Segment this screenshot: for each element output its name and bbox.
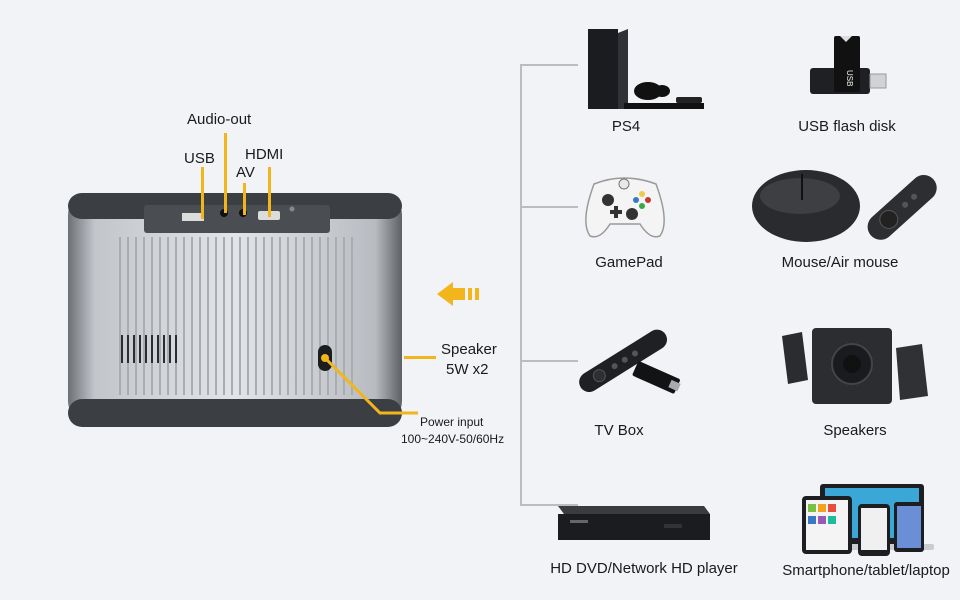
av-leader-line bbox=[243, 183, 246, 215]
ps4-console-icon bbox=[588, 29, 704, 109]
device-label-ps4: PS4 bbox=[611, 118, 641, 135]
dvd-player-icon bbox=[558, 506, 710, 540]
device-label-gamepad: GamePad bbox=[595, 254, 663, 271]
power-leader-line bbox=[324, 357, 418, 415]
speaker-spec-label: 5W x2 bbox=[446, 361, 489, 378]
device-label-dvd-player: HD DVD/Network HD player bbox=[550, 560, 738, 577]
projector bbox=[60, 185, 410, 435]
arrow-left-icon bbox=[437, 282, 479, 306]
connector-branch bbox=[520, 206, 578, 208]
audio-out-label: Audio-out bbox=[187, 111, 252, 128]
hdmi-leader-line bbox=[268, 167, 271, 217]
connector-trunk bbox=[520, 64, 522, 506]
power-spec-label: 100~240V-50/60Hz bbox=[401, 432, 505, 446]
mouse-device bbox=[750, 160, 950, 248]
connector-branch bbox=[520, 64, 578, 66]
device-label-smartphone-tablet-laptop: Smartphone/tablet/laptop bbox=[782, 562, 950, 579]
dvd-player-device bbox=[554, 500, 714, 546]
usb-port-label: USB bbox=[184, 150, 215, 167]
usb-stick-text: USB bbox=[845, 70, 854, 86]
mouse-icon bbox=[752, 170, 937, 242]
ps4-device bbox=[580, 25, 710, 115]
tv-box-device bbox=[568, 328, 686, 400]
device-label-tv-box: TV Box bbox=[594, 422, 644, 439]
usb-flash-disk-device: USB bbox=[800, 30, 890, 102]
gamepad-device bbox=[580, 162, 670, 242]
device-label-mouse-air-mouse: Mouse/Air mouse bbox=[781, 254, 899, 271]
usb-leader-line bbox=[201, 167, 204, 219]
speakers-icon bbox=[782, 328, 928, 404]
audio-out-leader-line bbox=[224, 133, 227, 213]
power-input-label: Power input bbox=[420, 415, 484, 429]
device-label-speakers: Speakers bbox=[823, 422, 887, 439]
hdmi-port-label: HDMI bbox=[245, 146, 284, 163]
smartphone-tablet-laptop-device bbox=[800, 480, 936, 558]
smartphone-tablet-laptop-icon bbox=[802, 484, 934, 556]
speaker-label: Speaker bbox=[441, 341, 497, 358]
speaker-leader-line bbox=[404, 356, 436, 359]
tv-box-remote-icon bbox=[579, 329, 681, 394]
usb-flash-disk-icon: USB bbox=[810, 36, 887, 94]
connector-branch bbox=[520, 504, 578, 506]
device-label-usb-flash-disk: USB flash disk bbox=[798, 118, 896, 135]
av-port-label: AV bbox=[236, 164, 255, 181]
speakers-device bbox=[776, 324, 936, 408]
connector-branch bbox=[520, 360, 578, 362]
projector-body-icon bbox=[68, 193, 402, 427]
gamepad-icon bbox=[585, 177, 665, 238]
